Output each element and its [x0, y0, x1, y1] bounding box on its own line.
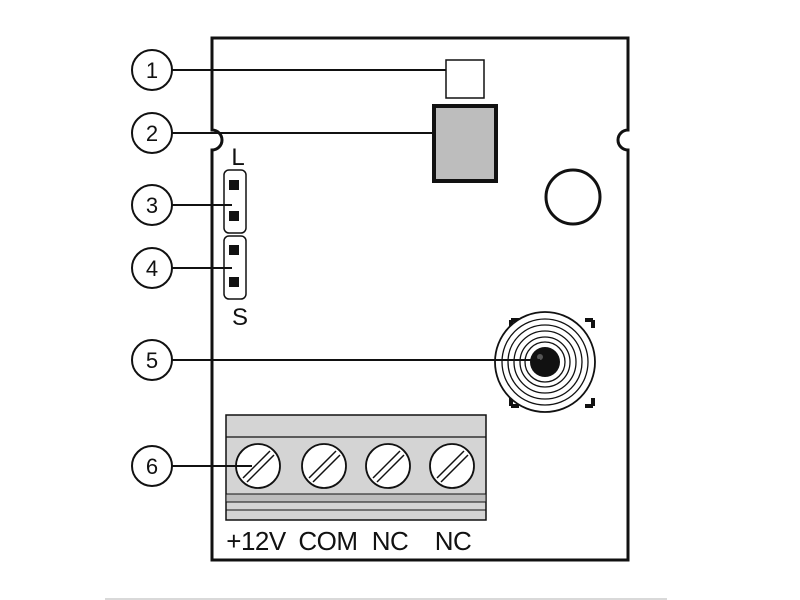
mounting-hole [544, 168, 602, 226]
svg-text:6: 6 [146, 454, 158, 479]
callout-6: 6 [131, 445, 173, 487]
callout-1: 1 [131, 49, 173, 91]
terminal-screw-2 [301, 443, 347, 489]
svg-text:3: 3 [146, 193, 158, 218]
terminal-label-com: COM [298, 526, 357, 556]
jumper-label-top: L [231, 144, 244, 171]
terminal-label-12v: +12V [226, 526, 287, 556]
svg-text:5: 5 [146, 348, 158, 373]
coil-sensor [494, 311, 596, 413]
callout-3: 3 [131, 184, 173, 226]
terminal-label-nc-1: NC [372, 526, 409, 556]
terminal-screw-3 [365, 443, 411, 489]
jumper-label-bottom: S [232, 304, 248, 331]
small-square-component [445, 59, 485, 99]
jumper-upper-pins [223, 169, 247, 234]
callout-2: 2 [131, 112, 173, 154]
terminal-screw-4 [429, 443, 475, 489]
svg-text:2: 2 [146, 121, 158, 146]
terminal-label-nc-2: NC [435, 526, 472, 556]
terminal-screw-1 [235, 443, 281, 489]
svg-text:1: 1 [146, 58, 158, 83]
svg-text:4: 4 [146, 256, 158, 281]
callout-4: 4 [131, 247, 173, 289]
gray-square-component [432, 104, 498, 183]
callout-5: 5 [131, 339, 173, 381]
